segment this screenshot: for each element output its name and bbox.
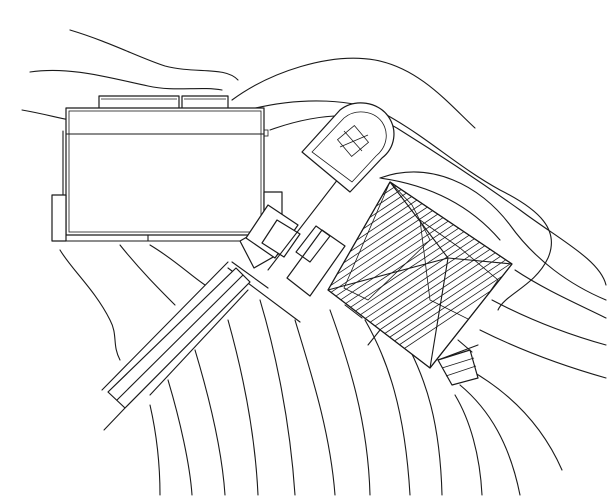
hatch-line [328, 250, 512, 368]
contour-line [149, 404, 161, 496]
entry-block [227, 191, 360, 380]
hatch-line [300, 0, 540, 131]
house-roof-window [181, 95, 229, 110]
contour-line [514, 269, 607, 319]
contour-line [409, 349, 443, 496]
hatch-line [270, 302, 360, 362]
hatch-line [300, 0, 540, 47]
hatch-line [300, 0, 540, 103]
contour-line [329, 309, 371, 496]
house-roof-window [98, 95, 180, 110]
contour-line [69, 29, 239, 81]
hatch-line [300, 0, 540, 96]
hatch-line [300, 0, 540, 61]
garden-path [267, 169, 346, 271]
hatch-line [300, 0, 540, 75]
contour-line [459, 384, 521, 496]
hatch-line [300, 0, 540, 124]
house-inner-wall [68, 110, 262, 233]
contour-line [479, 329, 607, 379]
hatch-line [300, 0, 540, 117]
contour-line [167, 379, 193, 496]
contour-line [149, 244, 206, 286]
contour-line [194, 349, 226, 496]
hatch-line [328, 182, 512, 307]
hatch-line [328, 236, 512, 368]
hatch-line [300, 0, 540, 82]
hatch-line [270, 311, 360, 371]
hatch-line [270, 320, 360, 380]
house-outer-wall [65, 107, 265, 236]
contour-line [454, 394, 483, 496]
contour-line [119, 244, 176, 306]
contour-line [239, 100, 552, 311]
hatch-line [300, 0, 540, 40]
house-terrace [51, 194, 67, 242]
hatch-line [270, 306, 360, 366]
main-house [51, 95, 269, 242]
hatch-line [300, 0, 540, 68]
contour-line [491, 299, 607, 346]
contour-line [259, 299, 296, 496]
hatch-line [300, 0, 540, 89]
hatch-line [300, 0, 540, 110]
contour-line [379, 171, 607, 301]
hatch-line [328, 182, 512, 300]
contour-line [227, 319, 259, 496]
contour-line [59, 249, 121, 361]
contour-line [29, 69, 223, 91]
contour-line [21, 109, 71, 121]
contour-line [294, 319, 336, 496]
contour-line [231, 57, 476, 129]
hatch-line [328, 243, 512, 368]
ramp [101, 261, 251, 431]
hatch-line [300, 0, 540, 54]
hatch-line [270, 315, 360, 375]
contour-line [364, 319, 411, 496]
pavilion [301, 102, 395, 193]
roofed-building [300, 0, 540, 386]
contour-line [469, 369, 563, 471]
